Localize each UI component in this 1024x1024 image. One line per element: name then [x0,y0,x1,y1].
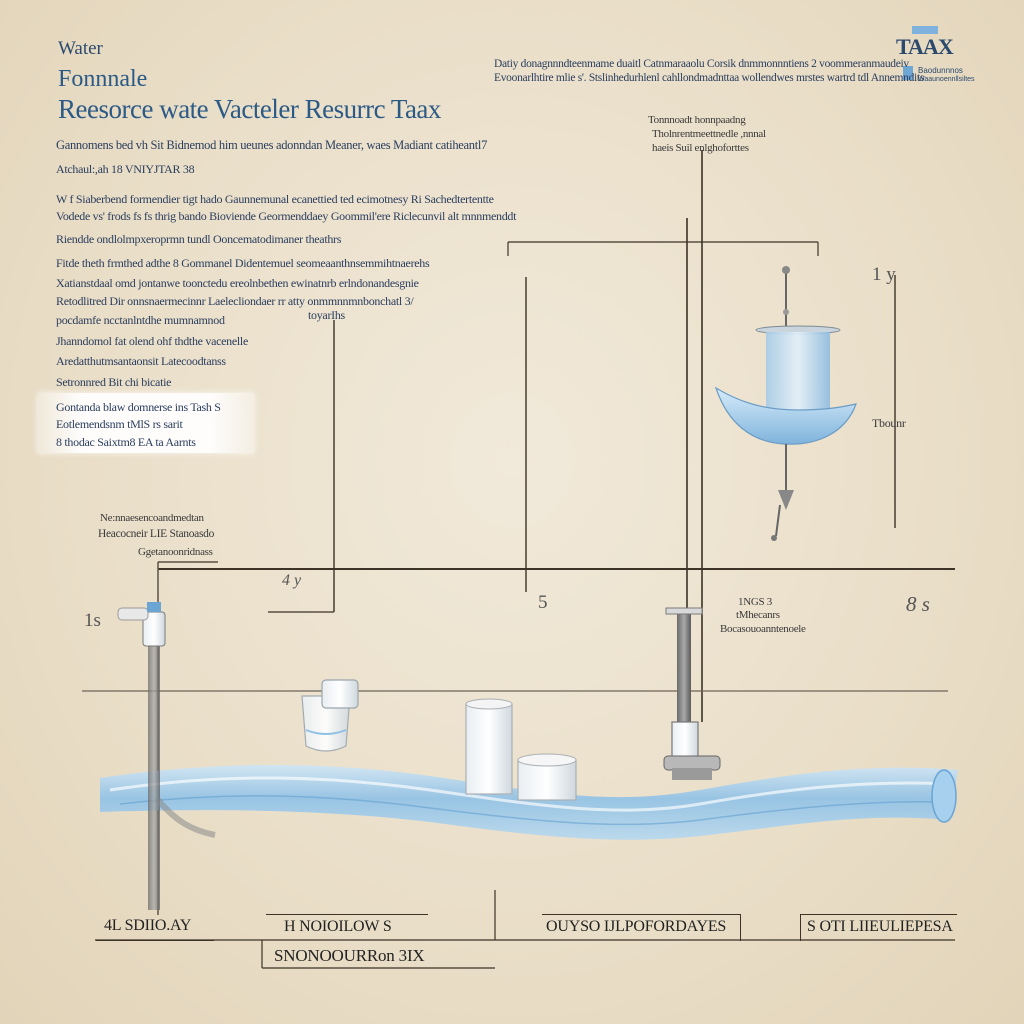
hanging-cup [714,266,857,541]
header-word-water: Water [58,38,103,59]
footer-label-3: OUYSO IJLPOFORDAYES [546,918,727,935]
top-right-line-2: Evoonarlhtire mlie s'. Stslinhedurhlenl … [494,72,924,84]
valve-note-line-2: Tholnrentmeettnedle ,nnnal [652,128,766,140]
guide-lines [82,150,955,969]
left-note-line-2: Heacocneir LIE Stanoasdo [98,528,215,540]
highlight-line-2: Eotlemendsnm tMlS rs sarit [56,417,183,431]
para1-line-2: Vodede vs' frods fs fs thrig bando Biovi… [56,209,517,223]
label-4y: 4 y [282,572,302,589]
highlight-line-1: Gontanda blaw domnerse ins Tash S [56,400,221,414]
para2-callout: toyarIhs [308,308,345,322]
intro-line-2: Atchaul:,ah 18 VNIYJTAR 38 [56,162,195,176]
valve-note-line-3: haeis Suil enlghoforttes [652,142,749,154]
logo-mark [903,26,938,80]
label-1s: 1s [84,610,101,631]
label-8s: 8 s [906,592,930,616]
top-right-line-1: Datiy donagnnndteenmame duaitl Catnmaraa… [494,58,909,70]
para1-line-3: Riendde ondlolmpxeroprmn tundl Ooncemato… [56,232,342,246]
header-subtitle: Fonnnale [58,66,148,92]
footer-box-3: OUYSO IJLPOFORDAYES [542,914,741,941]
left-faucet [117,602,216,910]
highlight-line-3: 8 thodac Saixtm8 EA ta Aarnts [56,435,196,449]
para2-line-4: pocdamfe ncctanlntdhe mumnamnod [56,313,225,327]
logo-text: TAAX [896,34,954,59]
right-note-line-1: 1NGS 3 [738,596,772,608]
footer-box-4: S OTI LIIEULIEPESA [800,914,957,941]
para2-line-3: Retodlitred Dir onnsnaermecinnr Laelecli… [56,294,414,308]
water-stream [100,765,958,840]
para3-line-1: Jhanndomol fat olend ohf thdthe vacenell… [56,334,248,348]
right-note-line-3: Bocasouoanntenoele [720,623,806,635]
water-glass-left [301,679,359,752]
label-5: 5 [538,592,548,613]
intro-line-1: Gannomens bed vh Sit Bidnemod him ueunes… [56,138,488,152]
highlight-box: Gontanda blaw domnerse ins Tash S Eotlem… [38,393,254,453]
left-note-line-1: Ne:nnaesencoandmedtan [100,512,204,524]
para3-line-2: Aredatthutmsantaonsit Latecoodtanss [56,354,226,368]
label-tbounr: Tbounr [872,416,906,430]
logo-caption-1: Baodunnnos [918,66,963,75]
footer-label-2: H NOIOILOW S [284,918,392,935]
page-title: Reesorce wate Vacteler Resurrc Taax [58,94,441,124]
para2-line-1: Fitde theth frmthed adthe 8 Gommanel Did… [56,256,430,270]
footer-box-2: H NOIOILOW S [266,914,428,941]
footer-bottom-label: SNONOOURRon 3IX [274,946,425,965]
left-note-line-3: Ggetanoonridnass [138,546,213,558]
right-note-line-2: tMhecanrs [736,609,780,621]
valve-note-line-1: Tonnnoadt honnpaadng [648,114,746,126]
para3-line-3: Setronnred Bit chi bicatie [56,375,172,389]
label-1y: 1 y [872,264,896,285]
footer-label-1: 4L SDIIO.AY [104,917,192,934]
container-tall [465,698,513,795]
container-short [517,753,577,801]
footer-label-4: S OTI LIIEULIEPESA [807,918,953,935]
para1-line-1: W f Siaberbend formendier tigt hado Gaun… [56,192,494,206]
para2-line-2: Xatianstdaal omd jontanwe toonctedu ereo… [56,276,419,290]
footer-box-1: 4L SDIIO.AY [96,914,214,941]
valve-pipe [663,607,721,780]
logo-caption-2: Waaunoennllsiltes [918,76,975,83]
